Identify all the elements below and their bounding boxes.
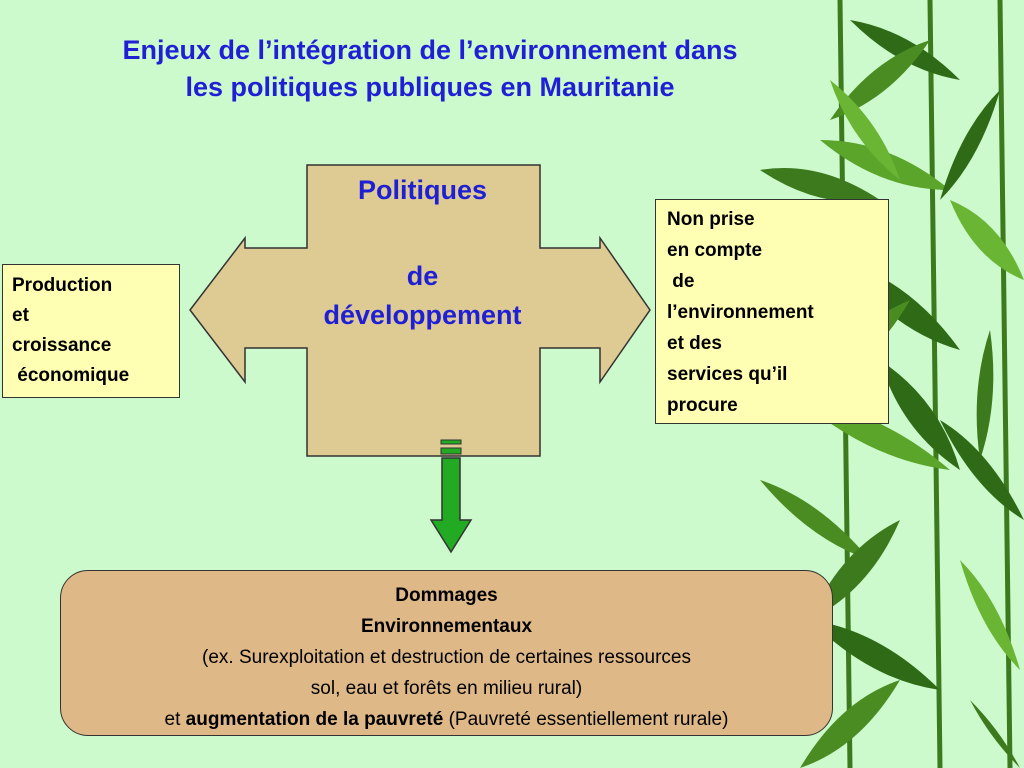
environment-line: de <box>667 271 695 292</box>
title-line-2: les politiques publiques en Mauritanie <box>185 72 675 102</box>
environment-line: et des <box>667 333 722 354</box>
poverty-bold: augmentation de la pauvreté <box>185 709 444 730</box>
down-arrow <box>429 439 473 554</box>
damages-title-2: Environnementaux <box>360 616 533 637</box>
poverty-prefix: et <box>164 709 186 730</box>
production-box: Production et croissance économique <box>2 264 180 398</box>
central-double-arrow <box>189 164 651 457</box>
damages-example-2: sol, eau et forêts en milieu rural) <box>310 678 583 699</box>
center-label-politiques: Politiques <box>357 175 487 205</box>
environment-box: Non prise en compte de l’environnement e… <box>655 199 889 424</box>
damages-box: Dommages Environnementaux (ex. Surexploi… <box>60 570 833 736</box>
damages-poverty-line: et augmentation de la pauvreté (Pauvreté… <box>61 704 832 735</box>
slide-title: Enjeux de l’intégration de l’environneme… <box>20 32 840 106</box>
environment-line: l’environnement <box>667 302 814 323</box>
production-line: croissance <box>12 335 112 356</box>
production-line: économique <box>12 365 130 386</box>
environment-line: procure <box>667 395 738 416</box>
environment-line: Non prise <box>667 209 755 230</box>
title-line-1: Enjeux de l’intégration de l’environneme… <box>122 35 738 65</box>
damages-title-1: Dommages <box>395 585 498 606</box>
environment-line: en compte <box>667 240 763 261</box>
center-label-developpement: développement <box>323 300 522 330</box>
environment-line: services qu’il <box>667 364 788 385</box>
production-line: Production <box>12 275 113 296</box>
production-line: et <box>12 305 29 326</box>
damages-example-1: (ex. Surexploitation et destruction de c… <box>202 647 691 668</box>
poverty-suffix: (Pauvreté essentiellement rurale) <box>443 709 729 730</box>
center-label-de: de <box>406 261 439 291</box>
